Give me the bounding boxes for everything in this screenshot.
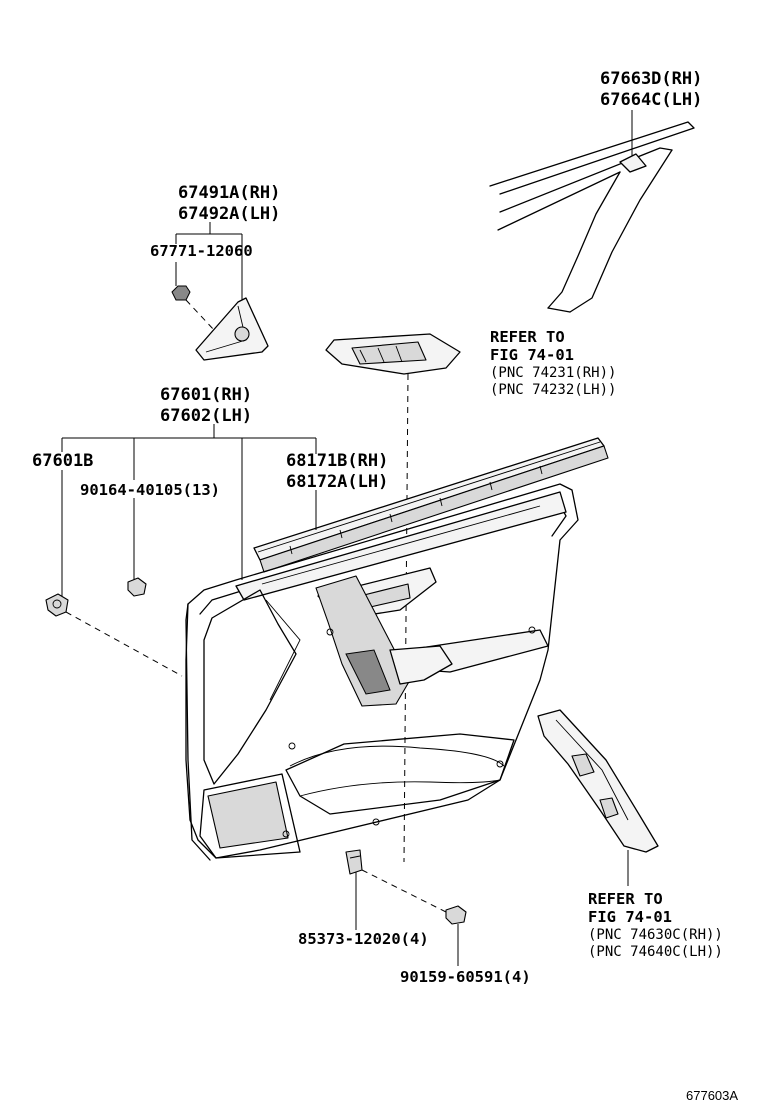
svg-text:68171B(RH): 68171B(RH) bbox=[286, 451, 388, 471]
svg-text:67602(LH): 67602(LH) bbox=[160, 406, 252, 426]
callout-refer-top: REFER TO FIG 74-01 (PNC 74231(RH)) (PNC … bbox=[490, 328, 616, 398]
callout-85373: 85373-12020(4) bbox=[298, 930, 429, 948]
callout-90159: 90159-60591(4) bbox=[400, 968, 531, 986]
clip-85373 bbox=[345, 849, 363, 875]
svg-text:677603A: 677603A bbox=[686, 1088, 738, 1103]
tweeter-cover-part bbox=[171, 285, 269, 361]
callout-90164: 90164-40105(13) bbox=[80, 481, 220, 499]
svg-text:67601B: 67601B bbox=[32, 451, 93, 471]
callout-68171: 68171B(RH) 68172A(LH) bbox=[286, 451, 388, 492]
pillar-garnish-part bbox=[489, 121, 695, 313]
svg-text:90164-40105(13): 90164-40105(13) bbox=[80, 481, 220, 499]
svg-text:(PNC 74232(LH)): (PNC 74232(LH)) bbox=[490, 382, 616, 398]
callout-67771: 67771-12060 bbox=[150, 242, 253, 260]
door-trim-panel-part bbox=[185, 483, 579, 861]
callout-67491: 67491A(RH) 67492A(LH) bbox=[178, 183, 280, 224]
svg-text:REFER TO: REFER TO bbox=[490, 328, 565, 346]
belt-moulding-part bbox=[253, 437, 609, 573]
svg-text:67491A(RH): 67491A(RH) bbox=[178, 183, 280, 203]
clip-90159 bbox=[445, 905, 467, 925]
callout-67601: 67601(RH) 67602(LH) bbox=[160, 385, 252, 426]
svg-text:FIG 74-01: FIG 74-01 bbox=[490, 346, 574, 364]
svg-text:90159-60591(4): 90159-60591(4) bbox=[400, 968, 531, 986]
svg-text:(PNC 74231(RH)): (PNC 74231(RH)) bbox=[490, 365, 616, 381]
svg-text:FIG 74-01: FIG 74-01 bbox=[588, 908, 672, 926]
svg-text:68172A(LH): 68172A(LH) bbox=[286, 472, 388, 492]
svg-text:67664C(LH): 67664C(LH) bbox=[600, 90, 702, 110]
svg-text:85373-12020(4): 85373-12020(4) bbox=[298, 930, 429, 948]
svg-text:67492A(LH): 67492A(LH) bbox=[178, 204, 280, 224]
callout-67601b: 67601B bbox=[32, 451, 93, 471]
lower-garnish-part bbox=[537, 709, 659, 853]
svg-text:(PNC 74630C(RH)): (PNC 74630C(RH)) bbox=[588, 927, 723, 943]
callout-refer-bottom: REFER TO FIG 74-01 (PNC 74630C(RH)) (PNC… bbox=[588, 890, 723, 960]
svg-text:67771-12060: 67771-12060 bbox=[150, 242, 253, 260]
svg-text:REFER TO: REFER TO bbox=[588, 890, 663, 908]
switch-base-part bbox=[325, 333, 461, 863]
svg-text:67663D(RH): 67663D(RH) bbox=[600, 69, 702, 89]
svg-text:67601(RH): 67601(RH) bbox=[160, 385, 252, 405]
clip-90164 bbox=[127, 577, 147, 597]
clip-67601b bbox=[45, 593, 69, 617]
callout-67663: 67663D(RH) 67664C(LH) bbox=[600, 69, 702, 110]
figure-id: 677603A bbox=[686, 1088, 738, 1103]
svg-text:(PNC 74640C(LH)): (PNC 74640C(LH)) bbox=[588, 944, 723, 960]
